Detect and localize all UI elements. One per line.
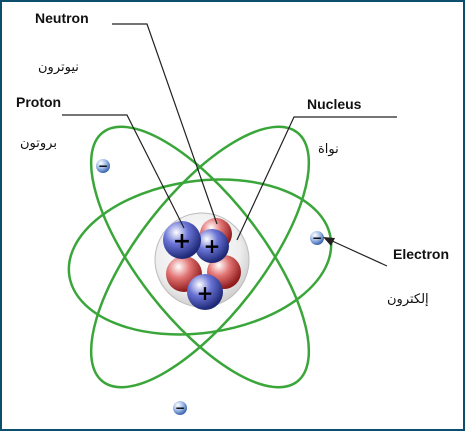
electron-arrowhead bbox=[323, 237, 335, 246]
proton-sign: + bbox=[173, 229, 191, 254]
nucleus-label: Nucleus bbox=[307, 96, 361, 112]
neutron-leader-line bbox=[112, 24, 217, 224]
proton-label-arabic: بروتون bbox=[20, 136, 57, 151]
proton-label: Proton bbox=[16, 94, 61, 110]
neutron-label-arabic: نيوترون bbox=[38, 60, 79, 75]
electron-sign: − bbox=[312, 231, 322, 245]
electron-label: Electron bbox=[393, 246, 449, 262]
neutron-label: Neutron bbox=[35, 10, 89, 26]
electron-label-arabic: إلكترون bbox=[387, 292, 429, 307]
proton-sign: + bbox=[204, 234, 221, 258]
electron-leader-line bbox=[330, 240, 387, 266]
nucleus-leader-line bbox=[237, 117, 397, 240]
proton-sign: + bbox=[197, 281, 214, 305]
nucleus-label-arabic: نواة bbox=[318, 142, 339, 157]
electron-sign: − bbox=[175, 401, 185, 415]
electron-sign: − bbox=[98, 159, 108, 173]
proton-leader-line bbox=[62, 115, 184, 228]
